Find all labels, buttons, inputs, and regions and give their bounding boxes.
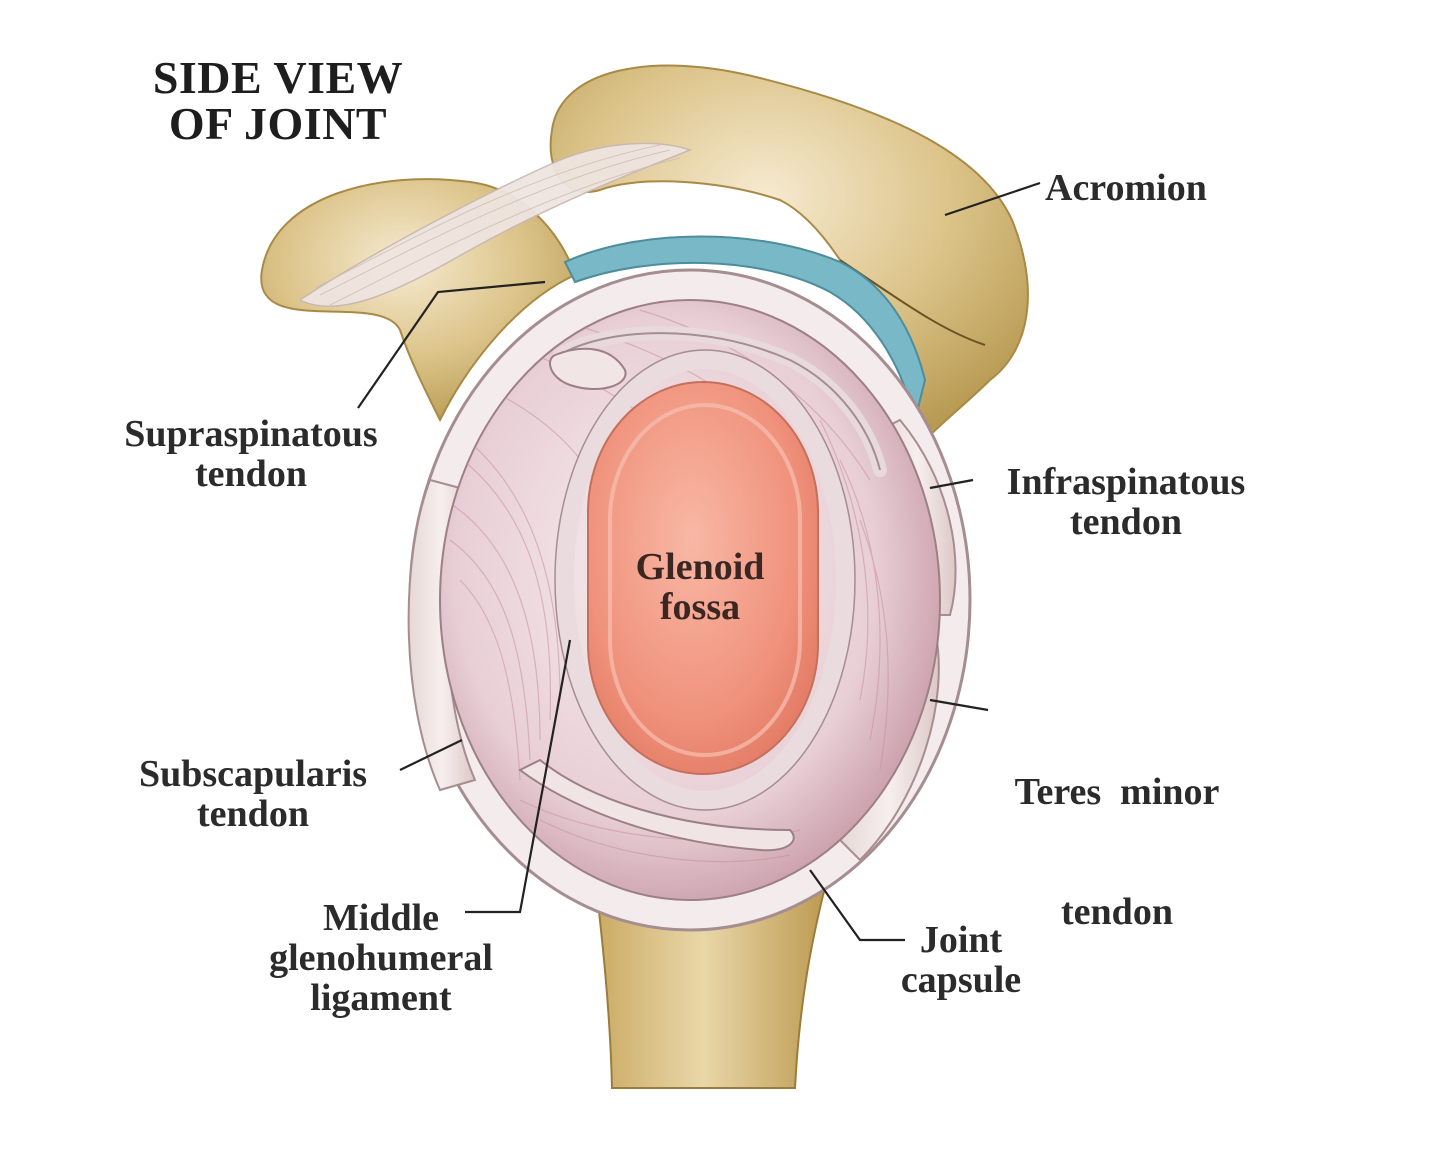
label-subscapularis-line2: tendon — [197, 793, 309, 835]
label-acromion-text: Acromion — [1045, 167, 1207, 209]
label-subscapularis-tendon: Subscapularis tendon — [112, 754, 394, 834]
leader-teres-minor — [929, 698, 989, 712]
label-middle-glenohumeral-ligament: Middle glenohumeral ligament — [240, 898, 522, 1018]
glenoid-labrum — [556, 351, 854, 809]
label-joint-capsule-line1: Joint — [919, 919, 1003, 961]
label-joint-capsule-line2: capsule — [900, 959, 1022, 1001]
label-middle-line3: ligament — [310, 977, 452, 1019]
label-teres-minor-line2: tendon — [1061, 891, 1173, 933]
label-teres-minor-tendon: Teres minor tendon — [992, 692, 1242, 1012]
label-glenoid-line2: fossa — [659, 586, 741, 628]
biceps-tendon — [549, 347, 627, 390]
leader-joint-capsule — [809, 869, 905, 942]
leader-acromion — [944, 181, 1041, 217]
label-middle-line2: glenohumeral — [269, 937, 493, 979]
leader-lines — [357, 181, 1041, 942]
leader-supraspinatous — [357, 280, 546, 409]
label-acromion: Acromion — [1045, 168, 1207, 208]
label-infraspinatous-tendon: Infraspinatous tendon — [978, 462, 1274, 542]
subacromial-bursa — [563, 235, 927, 421]
middle-glenohumeral-ligament-band — [518, 758, 795, 852]
label-joint-capsule: Joint capsule — [886, 920, 1036, 1000]
label-glenoid-line1: Glenoid — [635, 546, 765, 588]
leader-infraspinatous — [929, 478, 974, 490]
label-supraspinatous-line1: Supraspinatous — [124, 413, 378, 455]
label-infraspinatous-line1: Infraspinatous — [1006, 461, 1246, 503]
label-supraspinatous-line2: tendon — [195, 453, 307, 495]
label-glenoid-fossa: Glenoid fossa — [600, 547, 800, 627]
glenoid-fossa-shape — [587, 381, 819, 775]
label-supraspinatous-tendon: Supraspinatous tendon — [92, 414, 410, 494]
label-teres-minor-line1: Teres minor — [1014, 771, 1220, 813]
title-line-2: OF JOINT — [168, 98, 388, 149]
leader-middle-glenohumeral — [465, 639, 572, 914]
diagram-title: SIDE VIEW OF JOINT — [128, 55, 428, 147]
title-line-1: SIDE VIEW — [152, 52, 404, 103]
label-subscapularis-line1: Subscapularis — [138, 753, 368, 795]
label-infraspinatous-line2: tendon — [1070, 501, 1182, 543]
leader-subscapularis — [399, 739, 463, 771]
label-middle-line1: Middle — [322, 897, 440, 939]
